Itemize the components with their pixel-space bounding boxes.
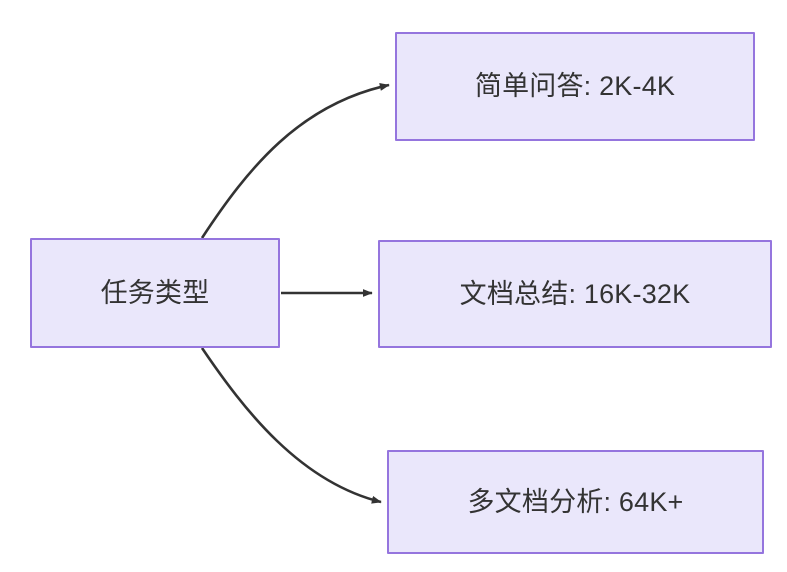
- node-multi-doc[interactable]: 多文档分析: 64K+: [387, 450, 764, 554]
- edge-root-to-multi-doc: [200, 347, 382, 504]
- node-doc-summary-label: 文档总结: 16K-32K: [459, 278, 691, 309]
- node-doc-summary[interactable]: 文档总结: 16K-32K: [378, 240, 772, 348]
- node-multi-doc-label: 多文档分析: 64K+: [467, 486, 684, 517]
- node-task-type-label: 任务类型: [100, 277, 210, 308]
- node-simple-qa[interactable]: 简单问答: 2K-4K: [395, 32, 755, 141]
- node-task-type[interactable]: 任务类型: [30, 238, 280, 348]
- edge-root-to-simple-qa: [200, 83, 390, 239]
- node-simple-qa-label: 简单问答: 2K-4K: [474, 71, 676, 102]
